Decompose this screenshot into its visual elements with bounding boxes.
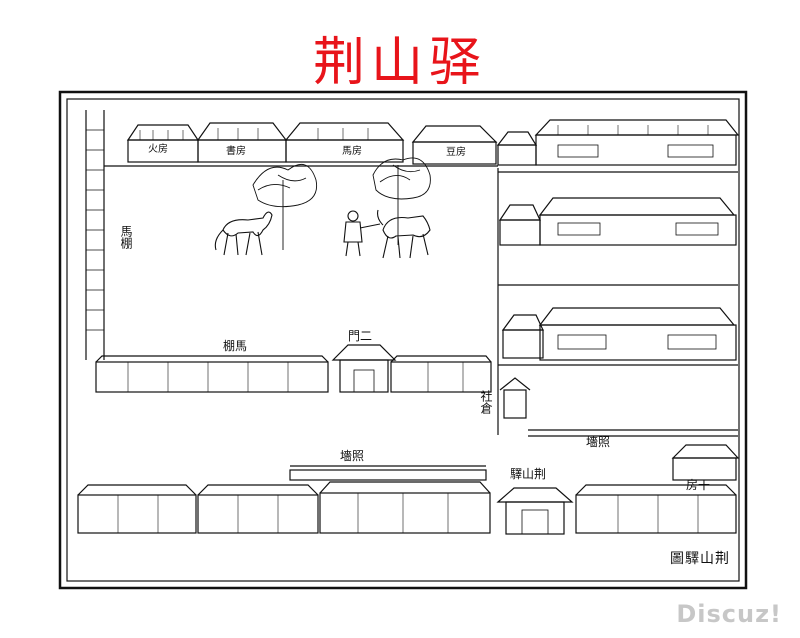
label-room-d: 豆房 [446, 147, 466, 158]
page-title: 荆山驿 [312, 33, 487, 93]
label-second-gate: 門二 [348, 329, 373, 343]
label-gate-sign: 驛山荆 [510, 467, 547, 481]
label-screen-wall-center: 墻照 [340, 449, 365, 463]
groom-figure [343, 210, 381, 257]
label-horse-shed-bottom: 棚馬 [223, 339, 248, 353]
top-row-buildings [126, 119, 740, 166]
label-screen-wall-right: 墻照 [586, 435, 611, 449]
discuz-watermark: Discuz! [676, 600, 782, 628]
label-room-b: 書房 [226, 146, 246, 157]
tree-right [372, 157, 431, 245]
label-shecang: 社倉 [479, 390, 493, 414]
horse-right [377, 209, 431, 259]
courier-station-drawing [58, 90, 748, 590]
label-horse-shed-left: 馬棚 [119, 225, 133, 249]
horse-left [214, 211, 273, 256]
illustration-frame: 馬棚 棚馬 門二 社倉 墻照 墻照 驛山荆 房干 火房 書房 馬房 豆房 圖驛山… [58, 90, 748, 590]
label-room-a: 火房 [148, 144, 168, 155]
label-fang-right: 房干 [686, 478, 711, 492]
tree-left [252, 163, 318, 250]
map-caption: 圖驛山荆 [670, 551, 730, 567]
label-room-c: 馬房 [342, 146, 362, 157]
